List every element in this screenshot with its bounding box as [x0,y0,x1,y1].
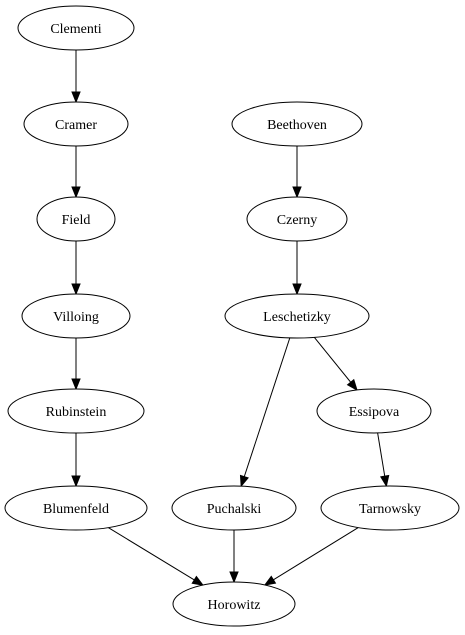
node-ellipse [7,388,145,434]
node-label: Villoing [53,310,99,325]
arrowhead-icon [71,186,81,199]
node-horowitz: Horowitz [172,581,296,627]
arrowhead-icon [292,186,302,199]
arrowhead-icon [346,378,358,392]
node-cramer: Cramer [23,101,129,147]
node-label: Puchalski [207,502,262,517]
node-ellipse [316,388,432,434]
node-puchalski: Puchalski [171,485,297,531]
node-label: Field [62,213,91,228]
node-ellipse [4,485,148,531]
node-villoing: Villoing [21,293,131,339]
arrowhead-icon [71,91,81,104]
node-field: Field [36,196,116,242]
node-label: Rubinstein [46,405,107,420]
node-label: Cramer [55,118,97,133]
edge-blumenfeld-to-horowitz [107,527,205,586]
node-label: Beethoven [267,118,327,133]
arrowhead-icon [292,283,302,296]
arrowhead-icon [229,571,239,584]
node-ellipse [224,293,370,339]
node-label: Essipova [349,405,400,420]
node-clementi: Clementi [17,5,135,51]
node-label: Leschetizky [263,310,331,325]
node-tarnowsky: Tarnowsky [320,485,460,531]
node-ellipse [36,196,116,242]
node-rubinstein: Rubinstein [7,388,145,434]
node-ellipse [23,101,129,147]
edge-essipova-to-tarnowsky [377,432,390,488]
edge-line [243,337,291,477]
edge-puchalski-to-horowitz [229,530,239,584]
edge-line [313,337,352,383]
edge-rubinstein-to-blumenfeld [71,433,81,488]
edge-clementi-to-cramer [71,50,81,104]
edge-line [377,432,386,477]
node-label: Tarnowsky [359,502,421,517]
node-label: Blumenfeld [43,502,109,517]
arrowhead-icon [71,378,81,391]
edge-beethoven-to-czerny [292,146,302,199]
arrowhead-icon [379,474,390,488]
node-blumenfeld: Blumenfeld [4,485,148,531]
node-ellipse [21,293,131,339]
node-ellipse [171,485,297,531]
node-ellipse [320,485,460,531]
node-label: Horowitz [208,598,261,613]
edge-line [107,527,195,581]
edges-layer [71,50,390,586]
node-label: Czerny [277,213,317,228]
edge-czerny-to-leschetizky [292,241,302,296]
nodes-layer: ClementiCramerFieldVilloingRubinsteinBlu… [4,5,460,627]
edge-line [273,527,359,581]
edge-tarnowsky-to-horowitz [263,527,359,586]
edge-field-to-villoing [71,241,81,296]
arrowhead-icon [263,575,277,586]
edge-cramer-to-field [71,146,81,199]
node-ellipse [172,581,296,627]
node-ellipse [231,101,363,147]
arrowhead-icon [71,283,81,296]
node-ellipse [17,5,135,51]
node-essipova: Essipova [316,388,432,434]
edge-leschetizky-to-puchalski [239,337,291,488]
node-label: Clementi [50,22,101,37]
node-beethoven: Beethoven [231,101,363,147]
edge-leschetizky-to-essipova [313,337,358,392]
node-ellipse [246,196,348,242]
edge-villoing-to-rubinstein [71,338,81,391]
arrowhead-icon [191,575,205,586]
node-leschetizky: Leschetizky [224,293,370,339]
arrowhead-icon [239,474,249,488]
node-czerny: Czerny [246,196,348,242]
arrowhead-icon [71,475,81,488]
